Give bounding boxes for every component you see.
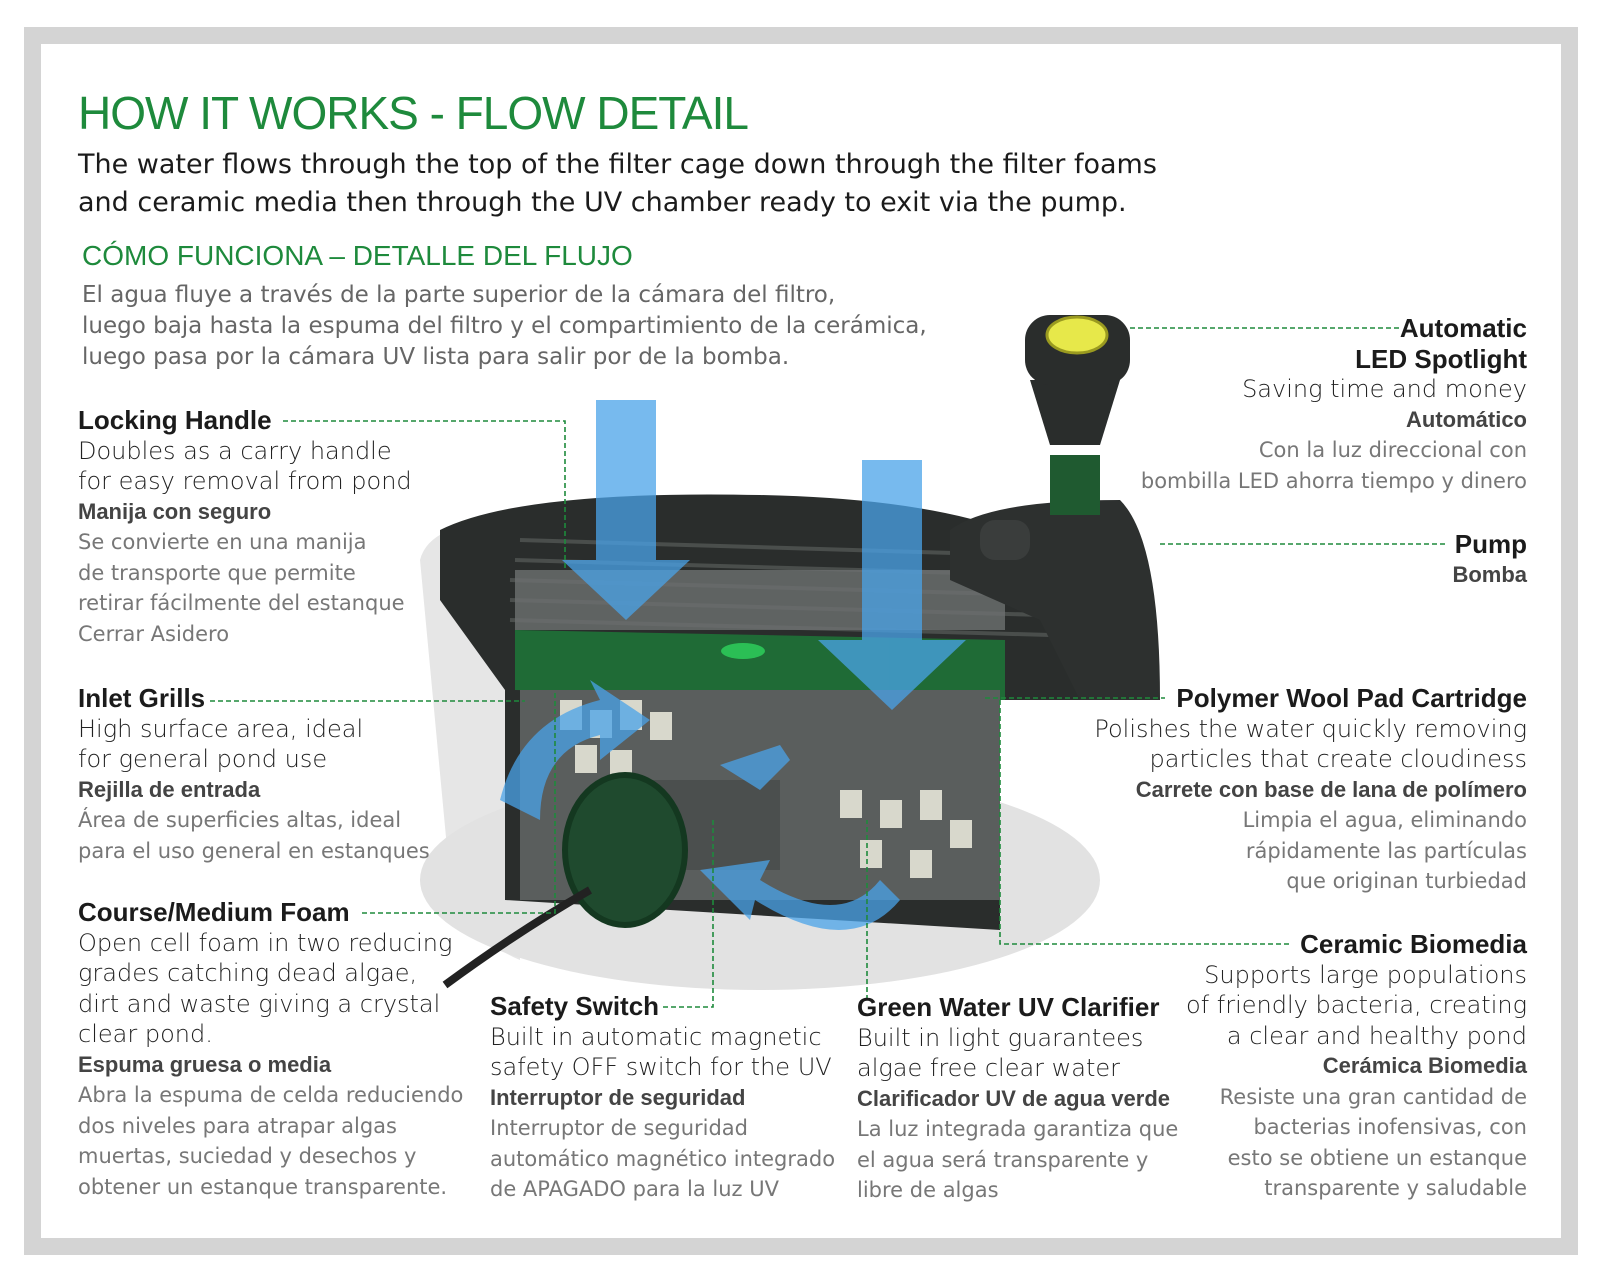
callout-inlet-grills: Inlet Grills High surface area, ideal fo… bbox=[78, 683, 430, 866]
callout-text: for general pond use bbox=[78, 745, 328, 773]
callout-text: dirt and waste giving a crystal bbox=[78, 989, 441, 1018]
spotlight-stem bbox=[1050, 455, 1100, 515]
power-cable bbox=[442, 886, 592, 989]
callout-text-es: dos niveles para atrapar algas bbox=[78, 1113, 397, 1138]
callout-text: Doubles as a carry handle bbox=[78, 436, 392, 465]
callout-text-es: rápidamente las partículas bbox=[1245, 838, 1527, 863]
callout-text-es: automático magnético integrado bbox=[490, 1146, 836, 1171]
callout-heading: Polymer Wool Pad Cartridge bbox=[1176, 683, 1527, 713]
intro-line: The water flows through the top of the f… bbox=[78, 149, 1157, 180]
callout-heading: Inlet Grills bbox=[78, 683, 206, 713]
callout-heading-es: Bomba bbox=[1452, 561, 1527, 587]
callout-heading-es: Manija con seguro bbox=[78, 498, 272, 524]
callout-text: algae free clear water bbox=[857, 1054, 1121, 1082]
handle-latch bbox=[721, 643, 765, 659]
callout-heading: Ceramic Biomedia bbox=[1300, 929, 1527, 959]
callout-text-es: de APAGADO para la luz UV bbox=[490, 1177, 779, 1201]
callout-text-es: Limpia el agua, eliminando bbox=[1242, 808, 1527, 832]
callout-heading-es: Clarificador UV de agua verde bbox=[857, 1085, 1170, 1111]
leader-lines bbox=[210, 327, 1445, 1008]
callout-heading: Course/Medium Foam bbox=[78, 897, 350, 927]
callout-text: for easy removal from pond bbox=[78, 467, 412, 495]
callout-heading-es: Rejilla de entrada bbox=[78, 776, 261, 802]
callout-heading: Locking Handle bbox=[78, 405, 272, 435]
callout-text-es: esto se obtiene un estanque bbox=[1227, 1145, 1527, 1170]
intro-text: The water flows through the top of the f… bbox=[78, 146, 1178, 222]
callout-heading-es: Cerámica Biomedia bbox=[1322, 1053, 1527, 1078]
callout-text: Open cell foam in two reducing bbox=[78, 928, 453, 957]
callout-text-es: Área de superficies altas, ideal bbox=[78, 808, 402, 832]
callout-ceramic-biomedia: Ceramic Biomedia Supports large populati… bbox=[1186, 929, 1527, 1204]
callout-heading-es: Carrete con base de lana de polímero bbox=[1135, 776, 1527, 802]
callout-heading: Automatic bbox=[1399, 313, 1527, 343]
callout-text: Built in automatic magnetic bbox=[490, 1022, 822, 1051]
callout-locking-handle: Locking Handle Doubles as a carry handle… bbox=[78, 405, 412, 649]
callout-heading: Safety Switch bbox=[490, 991, 660, 1021]
callout-text-es: Resiste una gran cantidad de bbox=[1219, 1084, 1527, 1109]
callout-safety-switch: Safety Switch Built in automatic magneti… bbox=[490, 991, 835, 1205]
callout-text-es: de transporte que permite bbox=[78, 560, 356, 585]
callout-text-es: muertas, suciedad y desechos y bbox=[78, 1144, 417, 1168]
callout-text: clear pond. bbox=[78, 1020, 213, 1048]
callout-text-es: La luz integrada garantiza que bbox=[857, 1117, 1179, 1141]
intro-line: and ceramic media then through the UV ch… bbox=[78, 187, 1127, 218]
callout-text: a clear and healthy pond bbox=[1226, 1021, 1527, 1050]
callout-text: particles that create cloudiness bbox=[1149, 745, 1527, 773]
callout-heading-es: Interruptor de seguridad bbox=[490, 1084, 746, 1110]
callout-heading-es: Automático bbox=[1406, 406, 1527, 432]
callout-text: grades catching dead algae, bbox=[78, 959, 418, 987]
callout-text-es: bombilla LED ahorra tiempo y dinero bbox=[1140, 468, 1527, 493]
callout-heading: Pump bbox=[1454, 529, 1527, 559]
es-intro-line: luego pasa por la cámara UV lista para s… bbox=[82, 344, 790, 370]
callout-text: Built in light guarantees bbox=[857, 1023, 1144, 1052]
water-flow-arrows bbox=[500, 400, 966, 930]
pump-knob bbox=[980, 520, 1030, 560]
page-title: HOW IT WORKS - FLOW DETAIL bbox=[78, 87, 749, 139]
callout-text-es: Cerrar Asidero bbox=[78, 621, 230, 646]
callout-text-es: Se convierte en una manija bbox=[78, 530, 367, 554]
callout-text: safety OFF switch for the UV bbox=[490, 1053, 832, 1081]
callout-heading-es: Espuma gruesa o media bbox=[78, 1051, 332, 1077]
callout-heading: Green Water UV Clarifier bbox=[857, 992, 1160, 1022]
callout-text-es: que originan turbiedad bbox=[1286, 869, 1527, 893]
callout-text-es: retirar fácilmente del estanque bbox=[78, 591, 405, 615]
callout-heading: LED Spotlight bbox=[1355, 343, 1527, 374]
led-lens bbox=[1045, 315, 1109, 355]
callout-text: Polishes the water quickly removing bbox=[1094, 714, 1527, 743]
callout-led-spotlight: Automatic LED Spotlight Saving time and … bbox=[1141, 313, 1527, 496]
callout-foam: Course/Medium Foam Open cell foam in two… bbox=[78, 897, 463, 1202]
callout-text-es: Con la luz direccional con bbox=[1258, 438, 1527, 462]
callout-text-es: Interruptor de seguridad bbox=[490, 1116, 749, 1140]
spanish-title: CÓMO FUNCIONA – DETALLE DEL FLUJO bbox=[82, 240, 633, 271]
es-intro-line: luego baja hasta la espuma del filtro y … bbox=[82, 313, 927, 339]
callout-text: Supports large populations bbox=[1204, 960, 1527, 989]
callout-text: Saving time and money bbox=[1242, 375, 1527, 403]
callout-text: of friendly bacteria, creating bbox=[1186, 991, 1527, 1019]
uv-cap bbox=[562, 772, 688, 928]
callout-text: High surface area, ideal bbox=[78, 714, 364, 743]
callout-pump: Pump Bomba bbox=[1452, 529, 1527, 590]
callout-polymer-wool: Polymer Wool Pad Cartridge Polishes the … bbox=[1094, 683, 1527, 897]
callout-uv-clarifier: Green Water UV Clarifier Built in light … bbox=[857, 992, 1178, 1206]
callout-text-es: obtener un estanque transparente. bbox=[78, 1174, 448, 1199]
callout-text-es: Abra la espuma de celda reduciendo bbox=[78, 1083, 464, 1107]
spotlight-neck bbox=[1030, 380, 1120, 445]
callout-text-es: transparente y saludable bbox=[1264, 1176, 1527, 1200]
callout-text-es: el agua será transparente y bbox=[857, 1147, 1149, 1172]
callout-text-es: bacterias inofensivas, con bbox=[1253, 1115, 1527, 1139]
spanish-intro: El agua fluye a través de la parte super… bbox=[82, 280, 927, 373]
callout-text-es: libre de algas bbox=[857, 1178, 999, 1202]
callout-text-es: para el uso general en estanques bbox=[78, 838, 430, 863]
es-intro-line: El agua fluye a través de la parte super… bbox=[82, 282, 836, 308]
